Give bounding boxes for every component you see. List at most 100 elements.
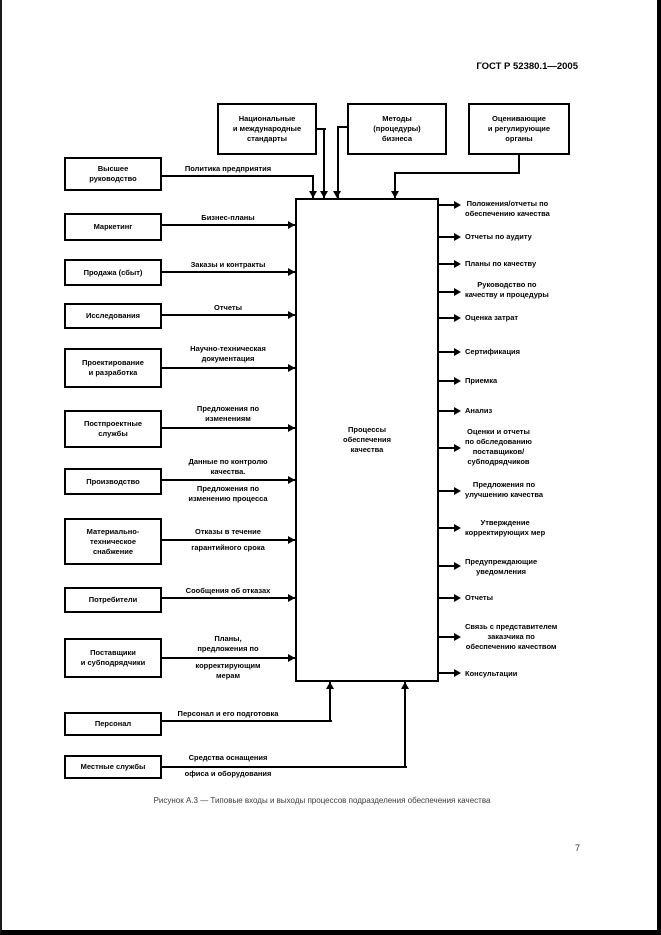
connector-line: [312, 175, 314, 198]
box-regulating-bodies: Оценивающие и регулирующие органы: [468, 103, 570, 155]
arrow-right-icon: [454, 594, 461, 602]
arrow-down-icon: [333, 191, 341, 198]
input-label-office-equipment-2: офиса и оборудования: [184, 769, 272, 778]
arrow-down-icon: [320, 191, 328, 198]
connector-line: [160, 367, 295, 369]
arrow-right-icon: [454, 288, 461, 296]
connector-line: [439, 380, 455, 382]
box-research: Исследования: [64, 303, 162, 329]
box-national-standards: Национальные и международные стандарты: [217, 103, 317, 155]
arrow-right-icon: [454, 377, 461, 385]
connector-line: [317, 128, 326, 130]
connector-line: [160, 314, 295, 316]
connector-line: [160, 479, 295, 481]
arrow-right-icon: [288, 594, 295, 602]
connector-line: [160, 175, 314, 177]
box-personnel: Персонал: [64, 712, 162, 736]
output-label-certification: Сертификация: [465, 347, 521, 356]
box-production: Производство: [64, 468, 162, 495]
input-label-corrective-plans-2: корректирующим мерам: [195, 661, 261, 680]
input-label-process-change-proposals: Предложения по изменению процесса: [188, 484, 268, 503]
connector-line: [160, 720, 332, 722]
input-label-personnel-training: Персонал и его подготовка: [177, 709, 279, 718]
input-label-failure-messages: Сообщения об отказах: [185, 586, 271, 595]
arrow-right-icon: [454, 201, 461, 209]
output-label-analysis: Анализ: [465, 406, 493, 415]
arrow-right-icon: [288, 654, 295, 662]
arrow-down-icon: [391, 191, 399, 198]
input-label-tech-documentation: Научно-техническая документация: [190, 344, 266, 363]
output-label-supplier-survey-reports: Оценки и отчеты по обследованию поставщи…: [465, 427, 532, 466]
figure-caption: Рисунок А.3 — Типовые входы и выходы про…: [153, 796, 491, 805]
connector-line: [439, 351, 455, 353]
output-label-quality-improvement: Предложения по улучшению качества: [465, 480, 544, 499]
arrow-right-icon: [454, 633, 461, 641]
arrow-right-icon: [454, 348, 461, 356]
arrow-right-icon: [288, 221, 295, 229]
input-label-warranty-failures-1: Отказы в течение: [195, 527, 261, 536]
input-label-policy: Политика предприятия: [184, 164, 272, 173]
box-design-development: Проектирование и разработка: [64, 348, 162, 388]
connector-line: [439, 565, 455, 567]
connector-line: [160, 657, 295, 659]
arrow-right-icon: [454, 524, 461, 532]
central-process-box: Процессы обеспечения качества: [295, 198, 439, 682]
output-label-quality-manual: Руководство по качеству и процедуры: [465, 280, 549, 299]
connector-line: [338, 126, 347, 128]
connector-line: [160, 271, 295, 273]
box-business-methods: Методы (процедуры) бизнеса: [347, 103, 447, 155]
output-label-quality-plans: Планы по качеству: [465, 259, 537, 268]
arrow-up-icon: [401, 682, 409, 689]
connector-line: [439, 672, 455, 674]
connector-line: [439, 410, 455, 412]
output-label-corrective-approval: Утверждение корректирующих мер: [465, 518, 546, 537]
connector-line: [439, 527, 455, 529]
connector-line: [439, 263, 455, 265]
connector-line: [404, 682, 406, 768]
arrow-right-icon: [454, 233, 461, 241]
connector-line: [518, 155, 520, 174]
connector-line: [160, 539, 295, 541]
arrow-right-icon: [454, 314, 461, 322]
input-label-warranty-failures-2: гарантийного срока: [191, 543, 265, 552]
arrow-right-icon: [288, 268, 295, 276]
connector-line: [160, 597, 295, 599]
output-label-consultations: Консультации: [465, 669, 518, 678]
arrow-right-icon: [454, 562, 461, 570]
arrow-right-icon: [454, 487, 461, 495]
arrow-right-icon: [454, 407, 461, 415]
connector-line: [439, 490, 455, 492]
box-top-management: Высшее руководство: [64, 157, 162, 191]
connector-line: [439, 636, 455, 638]
arrow-up-icon: [326, 682, 334, 689]
box-consumers: Потребители: [64, 587, 162, 613]
input-label-change-proposals: Предложения по изменениям: [196, 404, 260, 423]
output-label-acceptance: Приемка: [465, 376, 498, 385]
connector-line: [337, 126, 339, 198]
connector-line: [439, 236, 455, 238]
box-suppliers-subcontractors: Поставщики и субподрядчики: [64, 638, 162, 678]
input-label-reports: Отчеты: [213, 303, 242, 312]
arrow-right-icon: [288, 476, 295, 484]
arrow-right-icon: [454, 444, 461, 452]
input-label-orders-contracts: Заказы и контракты: [190, 260, 266, 269]
connector-line: [329, 682, 331, 722]
arrow-right-icon: [454, 669, 461, 677]
box-local-services: Местные службы: [64, 755, 162, 779]
input-label-quality-control-data: Данные по контролю качества.: [188, 457, 268, 476]
connector-line: [439, 291, 455, 293]
connector-line: [160, 766, 407, 768]
connector-line: [323, 128, 325, 198]
output-label-warning-notices: Предупреждающие уведомления: [465, 557, 538, 576]
connector-line: [394, 172, 520, 174]
box-logistics-supply: Материально- техническое снабжение: [64, 518, 162, 565]
output-label-audit-reports: Отчеты по аудиту: [465, 232, 532, 241]
connector-line: [160, 427, 295, 429]
page-number: 7: [575, 843, 581, 853]
output-label-customer-qa-liaison: Связь с представителем заказчика по обес…: [465, 622, 558, 651]
connector-line: [439, 317, 455, 319]
input-label-office-equipment-1: Средства оснащения: [188, 753, 268, 762]
document-number-header: ГОСТ Р 52380.1—2005: [476, 61, 578, 72]
connector-line: [439, 447, 455, 449]
